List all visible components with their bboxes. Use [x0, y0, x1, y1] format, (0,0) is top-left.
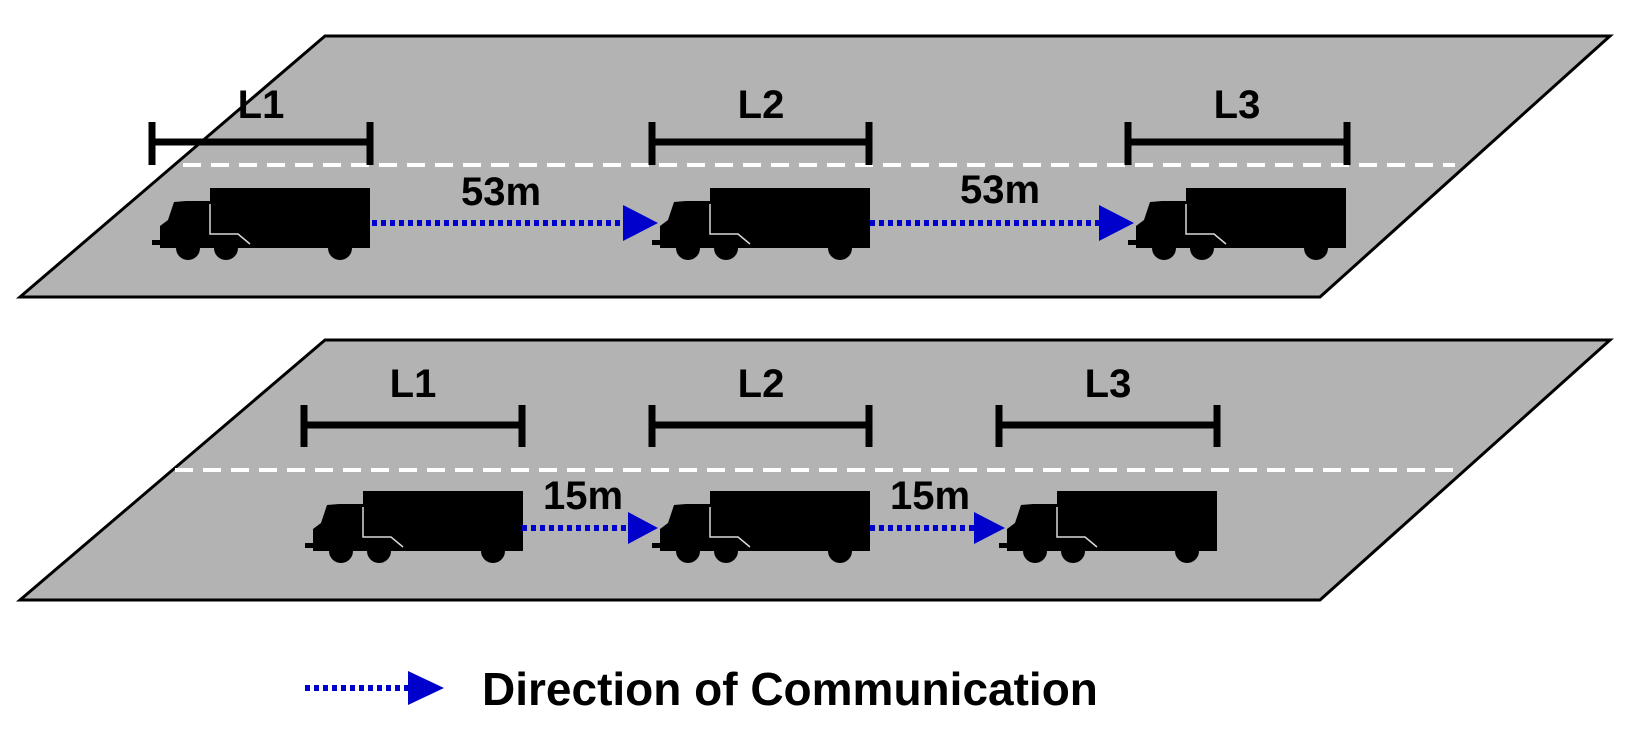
communication-arrow [522, 512, 658, 544]
length-bracket-l1 [300, 405, 526, 447]
communication-arrow [870, 205, 1134, 241]
length-label-l2: L2 [738, 362, 785, 406]
length-bracket-l3 [1124, 122, 1351, 165]
communication-arrow [372, 205, 658, 241]
gap-label: 53m [461, 170, 541, 214]
length-label-l1: L1 [238, 83, 285, 127]
length-bracket-l2 [648, 405, 873, 447]
gap-label: 15m [543, 474, 623, 518]
length-bracket-l2 [648, 122, 873, 165]
length-label-l1: L1 [390, 362, 437, 406]
road-scenario-2: L1 L2 L3 15m 15m [15, 338, 1614, 602]
dotted-arrow-icon [305, 671, 444, 705]
communication-arrow [870, 512, 1005, 544]
gap-label: 15m [890, 474, 970, 518]
legend: Direction of Communication [305, 663, 1098, 715]
gap-label: 53m [960, 168, 1040, 212]
length-label-l2: L2 [738, 83, 785, 127]
length-bracket-l3 [995, 405, 1221, 447]
length-bracket-l1 [148, 122, 374, 165]
length-label-l3: L3 [1214, 83, 1261, 127]
road-surface [15, 338, 1614, 602]
road-scenario-1: L1 L2 L3 53m [15, 34, 1614, 299]
legend-label: Direction of Communication [482, 663, 1098, 715]
length-label-l3: L3 [1085, 362, 1132, 406]
